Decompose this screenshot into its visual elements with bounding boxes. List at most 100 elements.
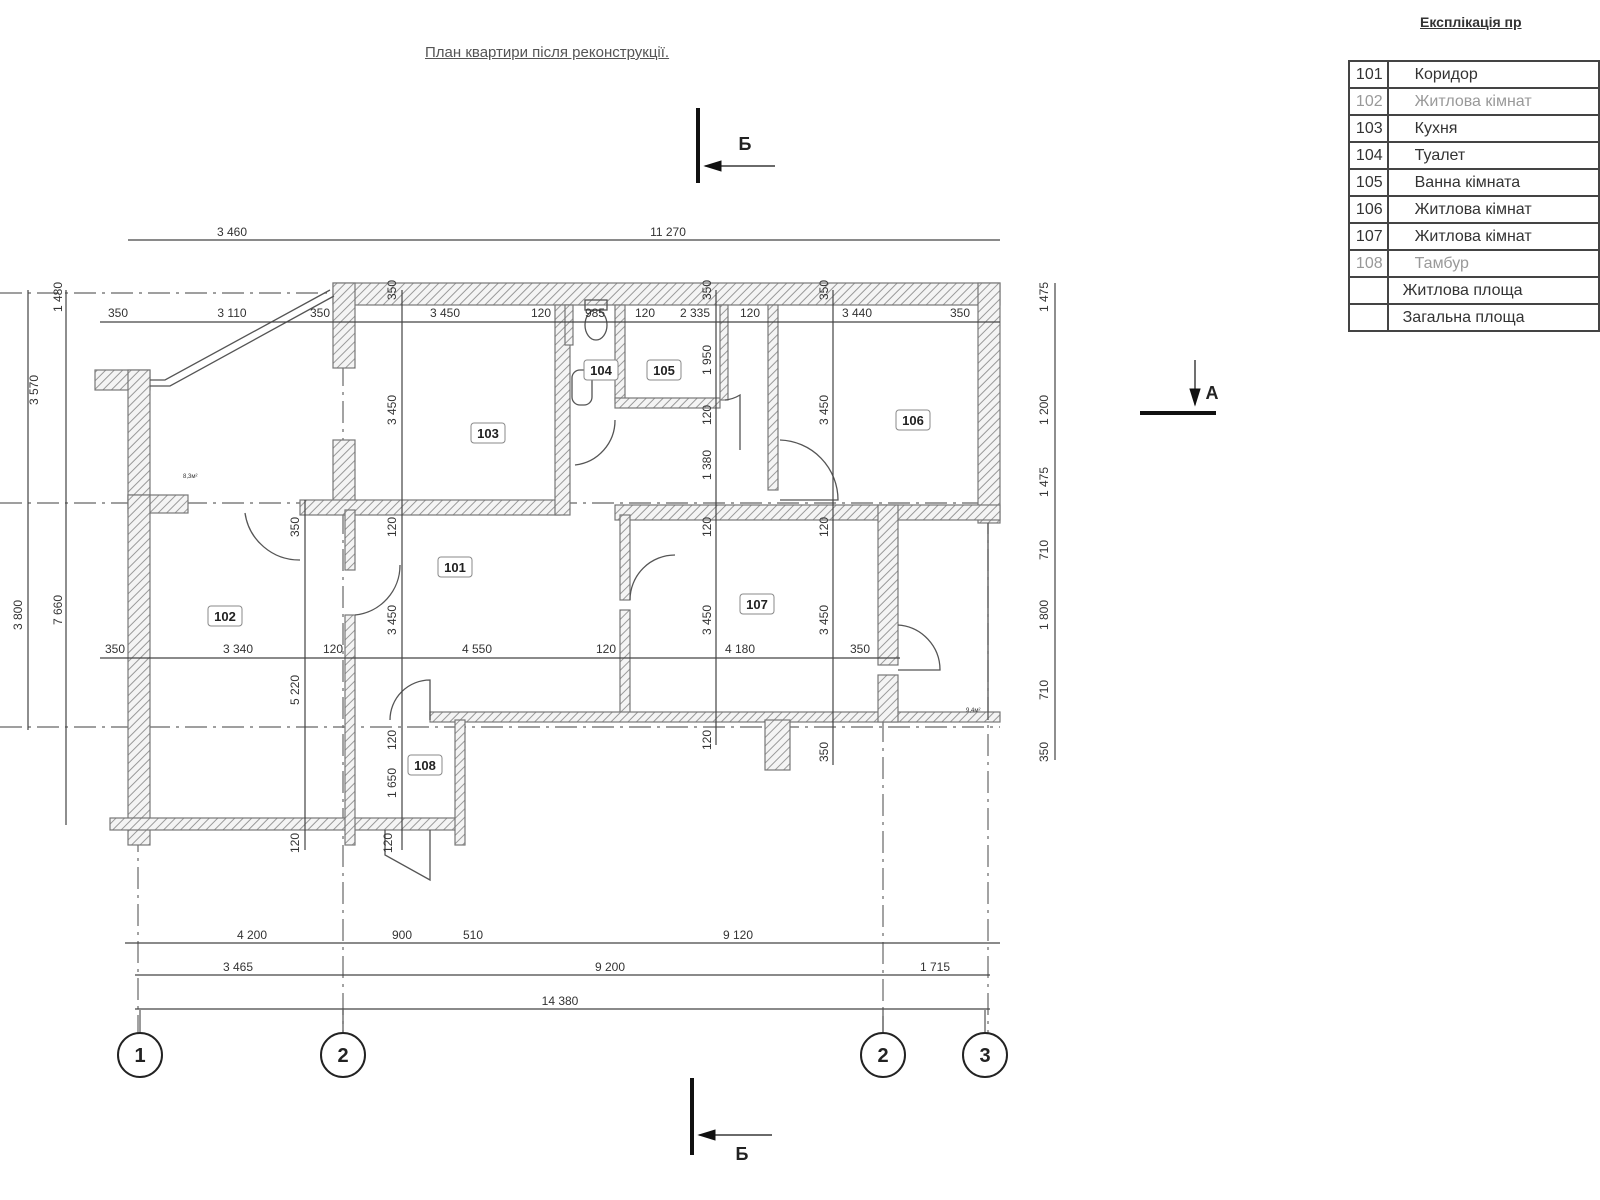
door-swing: [724, 393, 741, 450]
room-name: Тамбур: [1386, 249, 1600, 278]
walls: [94, 282, 1001, 846]
room-tag: [470, 422, 506, 444]
room-name: Ванна кімната: [1386, 168, 1600, 197]
empty-cell: [1348, 276, 1389, 305]
dimension-label-vertical: 350: [385, 280, 399, 300]
dimension-label: 4 200: [237, 928, 267, 942]
sink-icon: [571, 369, 593, 406]
room-tag: [583, 359, 619, 381]
dimension-label-vertical: 1 950: [700, 345, 714, 375]
dimension-label-vertical: 1 200: [1037, 395, 1051, 425]
dimension-lines: [27, 239, 1056, 1010]
dimension-label-vertical: 120: [700, 405, 714, 425]
door-swing: [244, 512, 301, 561]
dimension-label-vertical: 1 475: [1037, 467, 1051, 497]
room-number-label: 102: [214, 609, 236, 624]
room-tag: [895, 409, 931, 431]
door-swing: [779, 439, 839, 501]
toilet-icon: [584, 309, 608, 341]
dimension-label: 9 120: [723, 928, 753, 942]
dimension-label: 3 340: [223, 642, 253, 656]
dimension-label-vertical: 3 450: [817, 605, 831, 635]
room-name: Житлова кімнат: [1386, 222, 1600, 251]
room-name: Кухня: [1386, 114, 1600, 143]
room-number: 102: [1348, 87, 1389, 116]
room-number-label: 108: [414, 758, 436, 773]
section-label-a: А: [1206, 383, 1219, 403]
room-number-label: 106: [902, 413, 924, 428]
dimension-label-vertical: 350: [1037, 742, 1051, 762]
dimension-label-vertical: 120: [700, 517, 714, 537]
dimension-label: 120: [323, 642, 343, 656]
room-tag: [207, 605, 243, 627]
dimension-label: 1 715: [920, 960, 950, 974]
room-name: Коридор: [1386, 60, 1600, 89]
door-swing: [354, 564, 401, 616]
area-note: 8,3м²: [183, 474, 197, 480]
dimension-label-vertical: 1 800: [1037, 600, 1051, 630]
dimension-label-vertical: 1 380: [700, 450, 714, 480]
dimension-label-vertical: 120: [381, 833, 395, 853]
area-note: 9,4м²: [966, 708, 980, 714]
dimension-label: 3 465: [223, 960, 253, 974]
section-marker-b-top: [696, 108, 775, 183]
dimension-label-vertical: 3 450: [817, 395, 831, 425]
table-row: Житлова площа: [1348, 276, 1600, 305]
door-swing: [384, 830, 431, 882]
room-number-label: 105: [653, 363, 675, 378]
dimension-label-vertical: 3 450: [385, 605, 399, 635]
total-area-label: Загальна площа: [1386, 303, 1600, 332]
dimension-label-vertical: 350: [288, 517, 302, 537]
room-number: 104: [1348, 141, 1389, 170]
room-number-label: 101: [444, 560, 466, 575]
axis-label: 2: [877, 1045, 888, 1067]
room-number-label: 103: [477, 426, 499, 441]
room-number-label: 104: [590, 363, 612, 378]
dimension-label-vertical: 1 650: [385, 768, 399, 798]
room-tag: [739, 593, 775, 615]
living-area-label: Житлова площа: [1386, 276, 1600, 305]
room-name: Туалет: [1386, 141, 1600, 170]
dimension-label: 350: [108, 306, 128, 320]
explication-title: Експлікація пр: [1420, 14, 1522, 30]
dimension-label-vertical: 120: [288, 833, 302, 853]
dimension-label: 2 335: [680, 306, 710, 320]
dimension-label: 120: [740, 306, 760, 320]
room-tag: [437, 556, 473, 578]
axis-bubble: [117, 1032, 163, 1078]
dimension-label: 3 460: [217, 225, 247, 239]
axis-bubble: [962, 1032, 1008, 1078]
room-tag: [407, 754, 443, 776]
section-marker-b-bottom: [690, 1078, 772, 1155]
dimension-label-vertical: 1 475: [1037, 282, 1051, 312]
dimension-label: 900: [392, 928, 412, 942]
door-swing: [574, 419, 616, 466]
dimension-label: 3 110: [217, 306, 246, 320]
dimension-label-vertical: 5 220: [288, 675, 302, 705]
axis-bubble: [860, 1032, 906, 1078]
room-number-label: 107: [746, 597, 768, 612]
dimension-label-vertical: 710: [1037, 680, 1051, 700]
section-label-b: Б: [736, 1144, 749, 1164]
dimension-label-vertical: 7 660: [51, 595, 65, 625]
room-number: 105: [1348, 168, 1389, 197]
dimension-label: 350: [105, 642, 125, 656]
dimension-label-vertical: 350: [817, 280, 831, 300]
axis-bubble: [320, 1032, 366, 1078]
dimension-label-vertical: 120: [817, 517, 831, 537]
door-swing: [389, 679, 431, 721]
section-marker-a: [1140, 360, 1216, 415]
axis-label: 1: [134, 1045, 145, 1067]
dimension-label-vertical: 3 570: [27, 375, 41, 405]
room-number: 101: [1348, 60, 1389, 89]
dimension-label-vertical: 120: [385, 730, 399, 750]
dimension-label-vertical: 350: [817, 742, 831, 762]
dimension-label-vertical: 120: [700, 730, 714, 750]
dimension-label: 510: [463, 928, 483, 942]
